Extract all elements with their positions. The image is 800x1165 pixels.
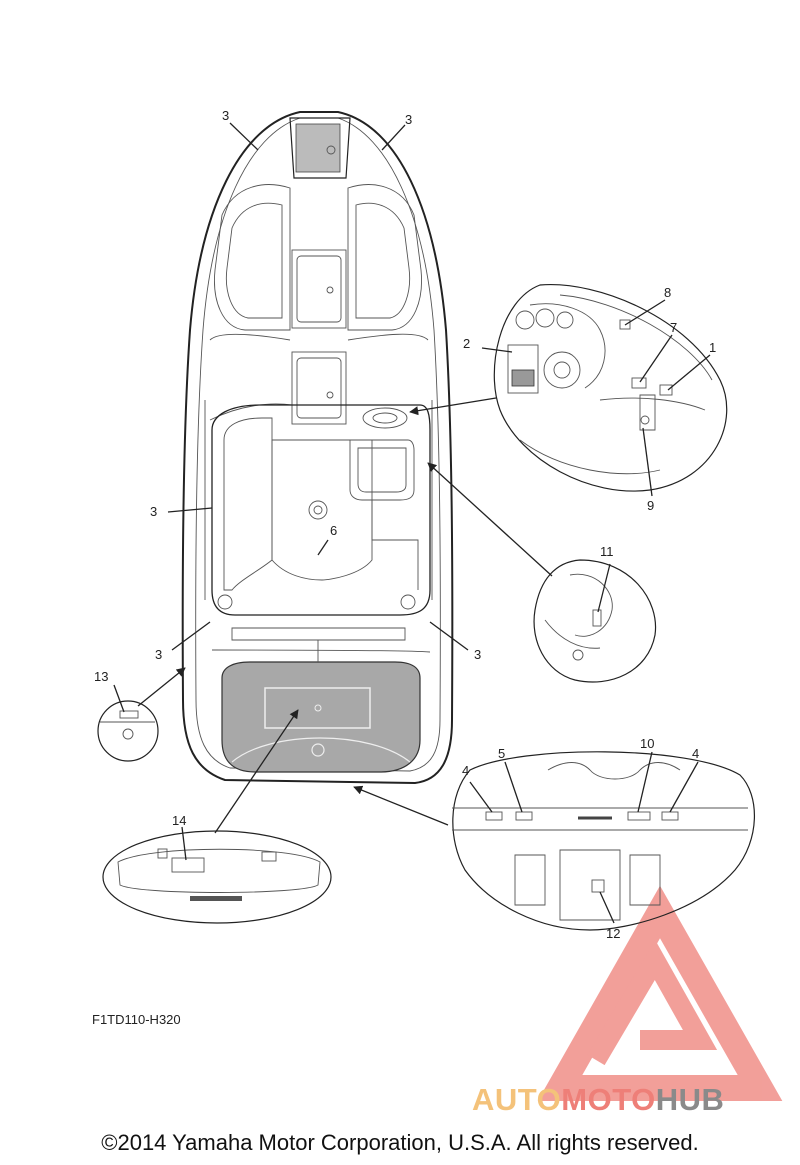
callout-1: 1 (709, 340, 716, 355)
transom-detail-inset (452, 751, 756, 931)
steering-detail-inset (533, 559, 657, 683)
leader-lines (113, 122, 711, 924)
callout-8: 8 (664, 285, 671, 300)
callout-4-left: 4 (462, 763, 469, 778)
callout-3-stern-left: 3 (155, 647, 162, 662)
callout-3-side-left: 3 (150, 504, 157, 519)
callout-7: 7 (670, 320, 677, 335)
callout-14: 14 (172, 813, 186, 828)
callout-6: 6 (330, 523, 337, 538)
copyright-notice: ©2014 Yamaha Motor Corporation, U.S.A. A… (101, 1130, 699, 1155)
callout-labels: 3 3 3 3 3 6 2 8 7 1 9 11 13 14 4 5 10 4 … (94, 108, 716, 941)
callout-11: 11 (600, 544, 614, 559)
callout-3-bow-left: 3 (222, 108, 229, 123)
watermark-moto: MOTO (561, 1082, 656, 1117)
callout-9: 9 (647, 498, 654, 513)
watermark-hub: HUB (655, 1082, 725, 1117)
stern-hatch-detail-inset (102, 830, 332, 924)
callout-13: 13 (94, 669, 108, 684)
watermark-text: AUTOMOTOHUB (472, 1082, 724, 1118)
watermark-auto: AUTO (472, 1082, 562, 1117)
callout-5: 5 (498, 746, 505, 761)
callout-2: 2 (463, 336, 470, 351)
part-code: F1TD110-H320 (92, 1012, 181, 1027)
callout-4-right: 4 (692, 746, 699, 761)
dash-detail-inset (493, 283, 728, 492)
callout-10: 10 (640, 736, 654, 751)
side-detail-inset (97, 700, 159, 762)
callout-12: 12 (606, 926, 620, 941)
boat-hull (181, 111, 454, 785)
callout-3-stern-right: 3 (474, 647, 481, 662)
callout-3-bow-right: 3 (405, 112, 412, 127)
watermark-logo-icon (537, 885, 783, 1101)
